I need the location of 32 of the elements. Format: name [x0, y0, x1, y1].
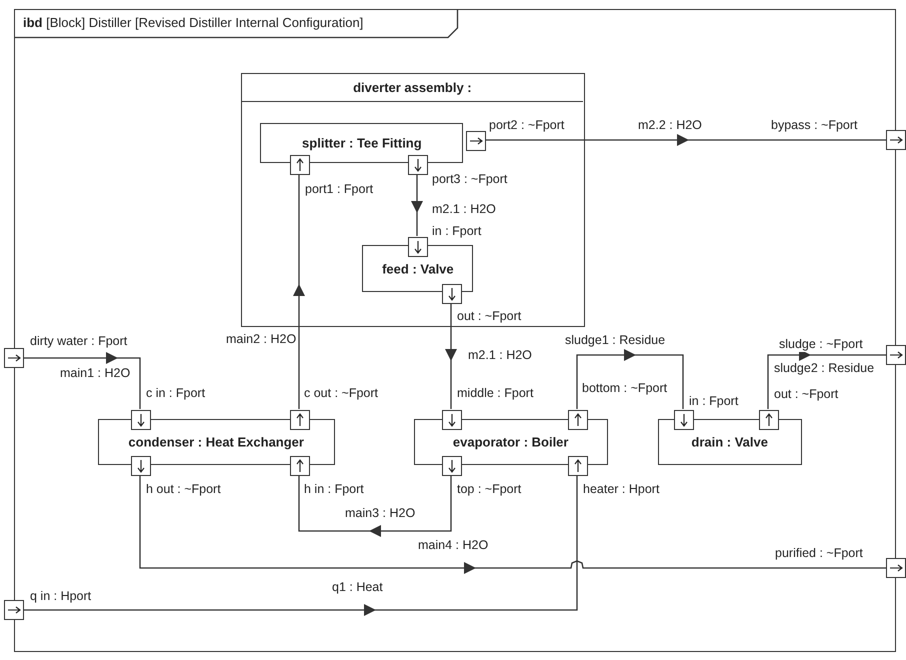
port-label: bottom : ~Fport — [582, 381, 668, 396]
block-name: diverter assembly : — [353, 80, 472, 95]
port-label: top : ~Fport — [457, 482, 522, 497]
edge-label: sludge2 : Residue — [774, 361, 874, 376]
port-label: port1 : Fport — [305, 182, 374, 197]
block-name: evaporator : Boiler — [452, 434, 568, 450]
part-block — [260, 123, 464, 164]
port-label: heater : Hport — [583, 482, 660, 497]
port-label: in : Fport — [689, 394, 738, 409]
block-name: splitter : Tee Fitting — [302, 136, 422, 151]
port-label: c in : Fport — [146, 386, 206, 401]
block-name: condenser : Heat Exchanger — [128, 434, 304, 450]
port-label: port3 : ~Fport — [432, 172, 508, 187]
port-label: q in : Hport — [30, 589, 92, 604]
port-label: out : ~Fport — [457, 309, 522, 324]
block-name: drain : Valve — [691, 434, 768, 450]
edge-label: q1 : Heat — [332, 580, 383, 595]
port-label: dirty water : Fport — [30, 334, 128, 349]
port-label: purified : ~Fport — [775, 546, 863, 561]
port-label: out : ~Fport — [774, 387, 838, 402]
port-label: port2 : ~Fport — [489, 118, 564, 133]
block-name: feed : Valve — [382, 261, 454, 276]
diagram-frame — [14, 9, 896, 652]
port-label: middle : Fport — [457, 386, 534, 401]
port-label: bypass : ~Fport — [771, 118, 858, 133]
port-label: h in : Fport — [304, 482, 364, 497]
port-label: in : Fport — [432, 224, 482, 239]
frame-heading: ibd [Block] Distiller [Revised Distiller Internal Configuration] — [23, 15, 364, 30]
port-label: c out : ~Fport — [304, 386, 378, 401]
port-label: sludge : ~Fport — [779, 337, 863, 352]
port-label: h out : ~Fport — [146, 482, 221, 497]
edge-label: sludge1 : Residue — [565, 333, 666, 348]
